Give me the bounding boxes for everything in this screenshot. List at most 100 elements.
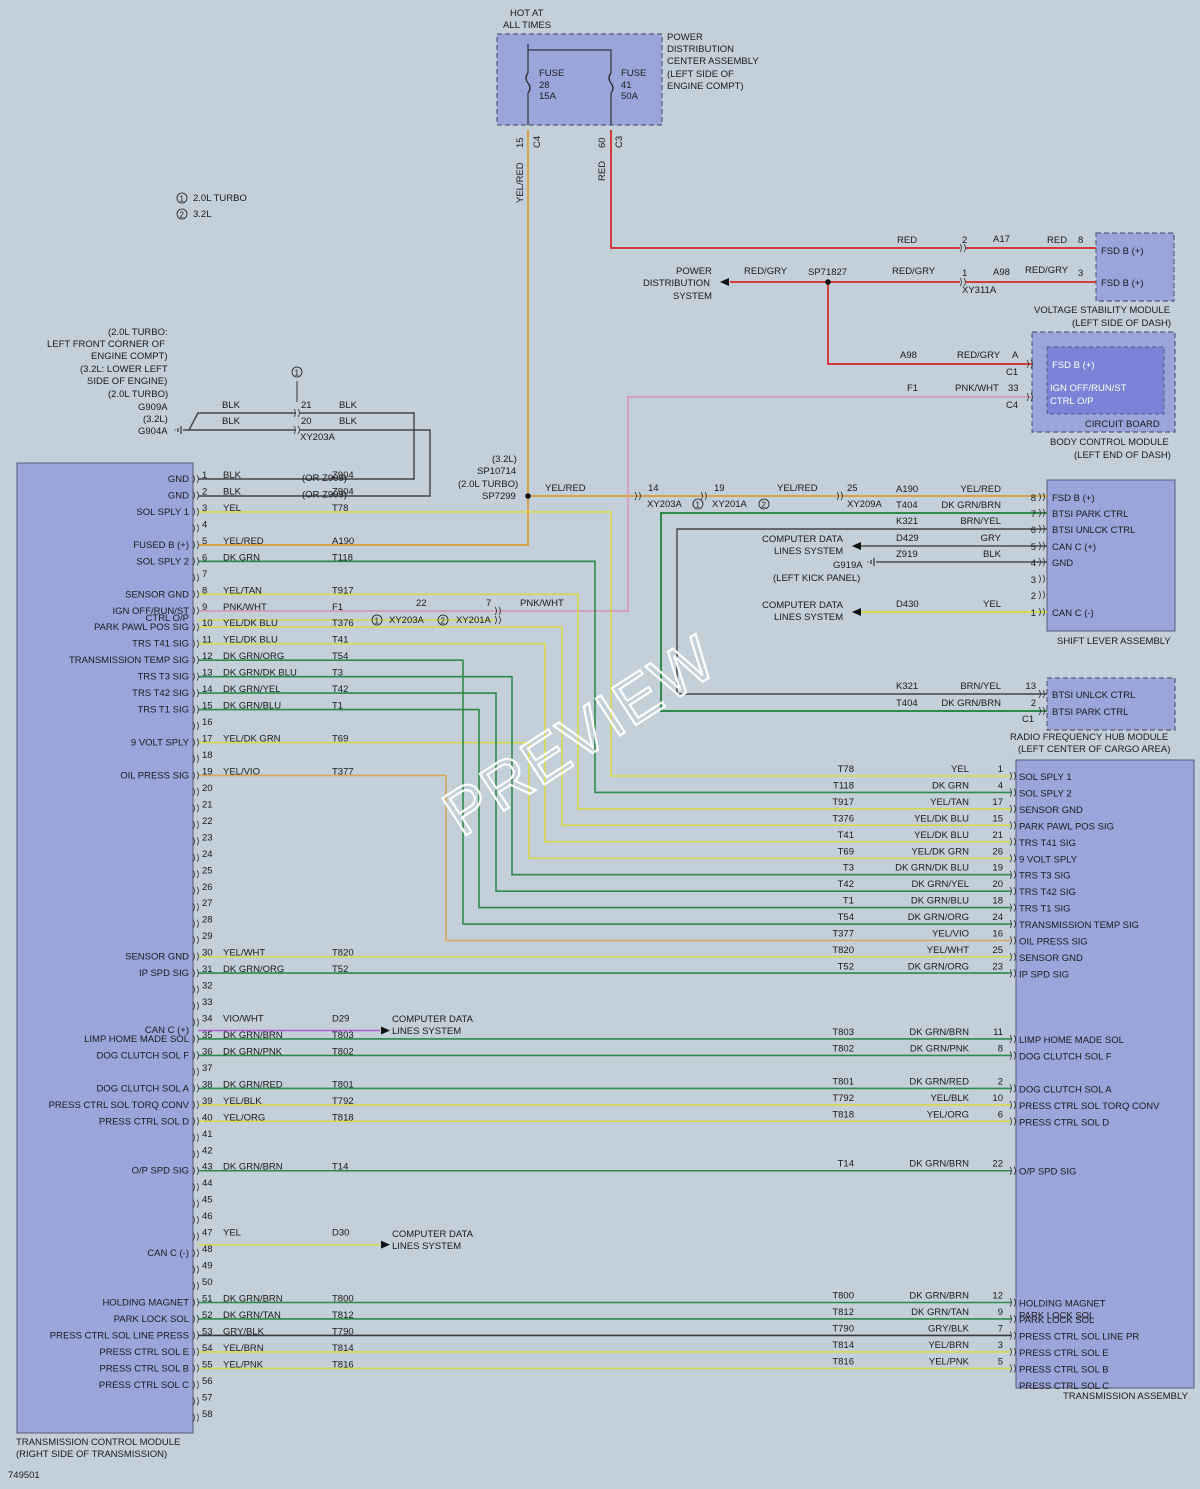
tcm-conn-24 — [192, 853, 199, 863]
g919a-label: G919A — [833, 560, 863, 571]
splice-text-2: SP10714 — [477, 466, 516, 477]
rfh-label-2: (LEFT CENTER OF CARGO AREA) — [1018, 744, 1170, 755]
ground-text-4: (3.2L: LOWER LEFT — [80, 364, 168, 375]
tcm-pin-4: 4 — [202, 519, 207, 530]
ta-color-T54: DK GRN/ORG — [908, 912, 969, 923]
tcm-fn-30: SENSOR GND — [125, 952, 189, 963]
ta-pin-T802: 8 — [998, 1043, 1003, 1054]
ta-pin-T812: 9 — [998, 1307, 1003, 1318]
ta-conn-11 — [1009, 1034, 1016, 1044]
splice-sp71827-dot — [825, 279, 831, 285]
cds1-line1: COMPUTER DATA — [762, 534, 844, 545]
ground-text-8: (3.2L) — [143, 414, 168, 425]
tcm-color-19: YEL/VIO — [223, 766, 260, 777]
ta-conn-25 — [1009, 952, 1016, 962]
ground-text-3: ENGINE COMPT) — [91, 351, 168, 362]
fuse-28-symbol — [525, 72, 531, 94]
cds47-arrow — [381, 1240, 390, 1249]
ta-conn-26 — [1009, 854, 1016, 863]
bcm-circuit-board — [1046, 346, 1165, 415]
wire-T42 — [198, 692, 1011, 892]
ground-pin-21: 21 — [301, 400, 312, 411]
ta-circuit-T814: T814 — [832, 1340, 854, 1351]
tcm-fn-11: TRS T41 SIG — [132, 639, 189, 650]
bcm-board-label: CIRCUIT BOARD — [1085, 419, 1160, 430]
ground-text-7: G909A — [138, 402, 168, 413]
vsm-conn-1 — [959, 243, 966, 253]
sla-fn-0: FSD B (+) — [1052, 493, 1095, 504]
pdc-label-2: DISTRIBUTION — [667, 44, 734, 55]
ground-blk-1: BLK — [222, 400, 241, 411]
ta-color-T812: DK GRN/TAN — [911, 1307, 969, 1318]
rfh-box — [1046, 677, 1176, 731]
sla-conn-1 — [1038, 607, 1045, 617]
ta-color-T801: DK GRN/RED — [909, 1076, 969, 1087]
tcm-circuit-47: D30 — [332, 1228, 349, 1239]
tcm-conn-6 — [192, 557, 199, 566]
ta-fn-T790: PRESS CTRL SOL LINE PR — [1019, 1331, 1139, 1342]
tcm-pin-6: 6 — [202, 552, 207, 563]
tcm-color-51: DK GRN/BRN — [223, 1294, 283, 1305]
tcm-circuit-38: T801 — [332, 1079, 354, 1090]
tcm-circuit-35: T803 — [332, 1030, 354, 1041]
tcm-fn-6: SOL SPLY 2 — [136, 556, 189, 567]
tcm-fn-35: LIMP HOME MADE SOL — [84, 1034, 189, 1045]
ta-fn-T816: PRESS CTRL SOL B — [1019, 1364, 1109, 1375]
tcm-conn-34 — [192, 1018, 199, 1027]
sla-fn-7: CAN C (-) — [1052, 608, 1094, 619]
tcm-pin-21: 21 — [202, 799, 213, 810]
ta-pin-T800: 12 — [992, 1291, 1003, 1302]
ta-circuit-T803: T803 — [832, 1027, 854, 1038]
tcm-circuit-52: T812 — [332, 1310, 354, 1321]
tcm-color-39: YEL/BLK — [223, 1096, 262, 1107]
pds-label-2: DISTRIBUTION — [643, 278, 710, 289]
ta-pin-T3: 19 — [992, 863, 1003, 874]
tcm-circuit-6: T118 — [332, 552, 353, 563]
tcm-fn-10: PARK PAWL POS SIG — [94, 622, 189, 633]
tcm-fn-38: DOG CLUTCH SOL A — [96, 1083, 189, 1094]
ground-text-6: (2.0L TURBO) — [108, 389, 168, 400]
tcm-pin-12: 12 — [202, 651, 213, 662]
sla-up-pin-25: 25 — [847, 483, 858, 494]
ta-fn-T52: IP SPD SIG — [1019, 969, 1069, 980]
ta-fn-T78: SOL SPLY 1 — [1019, 772, 1072, 783]
legend-marker-1 — [176, 192, 188, 204]
ta-color-T69: YEL/DK GRN — [911, 846, 969, 857]
tcm-conn-30 — [192, 952, 199, 961]
ta-conn-20 — [1009, 886, 1016, 896]
tcm-pin-31: 31 — [202, 964, 213, 975]
tcm-pin9-n1: 22 — [416, 598, 427, 609]
sla-up-pin-14: 14 — [648, 483, 659, 494]
tcm-pin-30: 30 — [202, 948, 213, 959]
tcm-pin-53: 53 — [202, 1326, 213, 1337]
tcm-circuit-17: T69 — [332, 734, 348, 745]
fuse-41-number: 41 — [621, 80, 632, 91]
tcm-conn-51 — [192, 1298, 199, 1307]
ta-fn-T376: PARK PAWL POS SIG — [1019, 821, 1114, 832]
tcm-pin-52: 52 — [202, 1310, 213, 1321]
tcm-color-2: BLK — [223, 486, 242, 497]
tcm-pin-32: 32 — [202, 981, 213, 992]
tcm-conn-57 — [192, 1397, 199, 1406]
tcm-color-9: PNK/WHT — [223, 602, 267, 613]
ta-circuit-T812: T812 — [832, 1307, 854, 1318]
wire-red-gry-bcm — [827, 282, 1032, 365]
sla-up-pin-19: 19 — [714, 483, 725, 494]
pds-label-1: POWER — [676, 266, 712, 277]
tcm-circuit-54: T814 — [332, 1343, 354, 1354]
sla-color-0: YEL/RED — [960, 484, 1001, 495]
ta-conn-10 — [1009, 1100, 1016, 1110]
splice-text-3: (2.0L TURBO) — [458, 479, 518, 490]
bcm-w1-color: RED/GRY — [957, 350, 1001, 361]
sla-conn-4 — [1038, 557, 1045, 567]
tcm-conn-22 — [192, 820, 199, 830]
tcm-conn-49 — [192, 1265, 199, 1274]
ta-fn-T42: TRS T42 SIG — [1019, 887, 1076, 898]
tcm-extra-fn-1: CAN C (+) — [145, 1025, 189, 1036]
ta-pin-T820: 25 — [992, 945, 1003, 956]
pdc-conn-c4: C4 — [532, 136, 543, 148]
cds34-line2: LINES SYSTEM — [392, 1026, 461, 1037]
tcm-fn-40: PRESS CTRL SOL D — [99, 1116, 189, 1127]
tcm-conn-36 — [192, 1051, 199, 1060]
ta-color-T377: YEL/VIO — [932, 929, 969, 940]
